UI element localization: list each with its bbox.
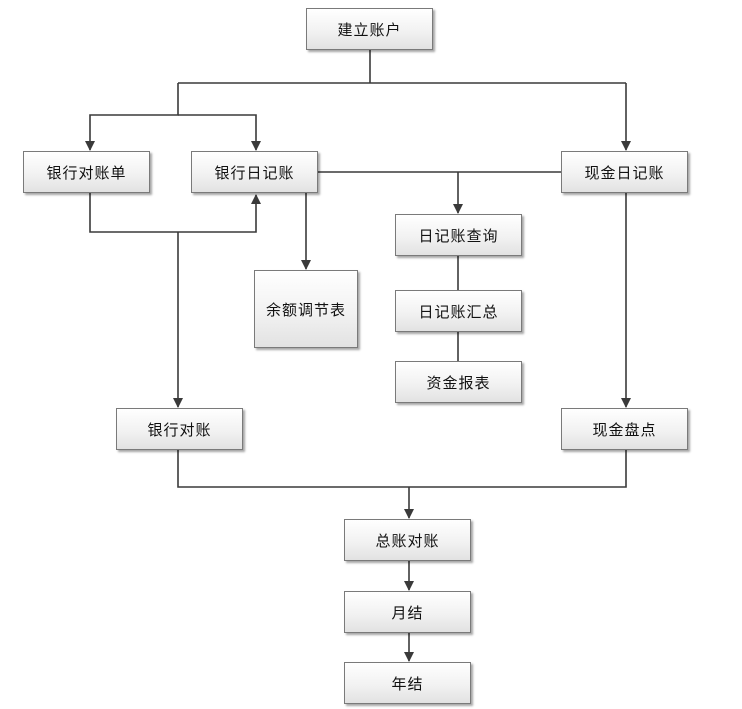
node-reconciliation-table: 余额调节表 — [254, 270, 358, 348]
node-year-end: 年结 — [344, 662, 471, 704]
edge-merge-bus — [177, 450, 627, 488]
node-cash-journal: 现金日记账 — [561, 151, 688, 193]
node-fund-report: 资金报表 — [395, 361, 522, 403]
node-bank-statement: 银行对账单 — [23, 151, 150, 193]
node-cash-count: 现金盘点 — [561, 408, 688, 450]
node-month-end: 月结 — [344, 591, 471, 633]
node-bank-reconcile: 银行对账 — [116, 408, 243, 450]
node-ledger-reconcile: 总账对账 — [344, 519, 471, 561]
node-bank-journal: 银行日记账 — [191, 151, 318, 193]
edge-jlzh-yhdzd — [85, 83, 179, 151]
node-journal-summary: 日记账汇总 — [395, 290, 522, 332]
node-journal-query: 日记账查询 — [395, 214, 522, 256]
edge-yhdzd-yhrjz — [89, 193, 261, 233]
edge-jlzh-yhrjz — [178, 114, 261, 151]
node-create-account: 建立账户 — [306, 8, 433, 50]
